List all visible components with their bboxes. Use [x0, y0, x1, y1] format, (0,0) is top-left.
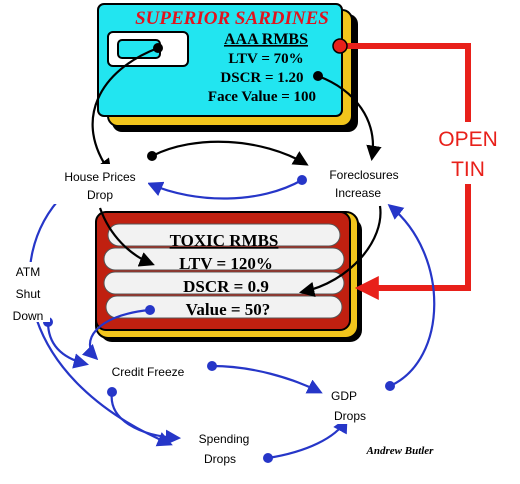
- house-prices-label-bg: [52, 164, 148, 204]
- open-tin-line2: TIN: [451, 158, 485, 181]
- toxic-rmbs-tin: TOXIC RMBS LTV = 120% DSCR = 0.9 Value =…: [95, 211, 362, 342]
- toxic-tin-stripe-4: [105, 295, 343, 319]
- sardines-face-value: Face Value = 100: [208, 89, 316, 105]
- gdp-label-bg: [324, 384, 372, 424]
- toxic-ltv: LTV = 120%: [179, 254, 273, 273]
- dot-house-prices-top: [147, 151, 157, 161]
- arrow-credit-to-spending: [110, 391, 182, 446]
- sardines-brand: SUPERIOR SARDINES: [135, 8, 329, 29]
- foreclosures-label-bg: [316, 162, 412, 202]
- gdp-line1: GDP: [331, 389, 357, 403]
- spending-line1: Spending: [199, 432, 250, 446]
- open-tin-line1: OPEN: [438, 128, 498, 151]
- atm-label-bg: [10, 262, 50, 322]
- house-prices-line1: House Prices: [64, 170, 135, 184]
- arrow-toxic-to-credit-freeze: [81, 308, 151, 361]
- dot-credit-freeze-right: [207, 361, 217, 371]
- spending-line2: Drops: [204, 452, 236, 466]
- open-tin-label-bg: [428, 122, 508, 184]
- sardines-dscr: DSCR = 1.20: [220, 70, 303, 86]
- node-labels: House Prices Drop Foreclosures Increase …: [10, 162, 412, 468]
- dot-credit-freeze-bottom: [107, 387, 117, 397]
- toxic-dscr: DSCR = 0.9: [183, 277, 269, 296]
- sardines-rating: AAA RMBS: [224, 31, 308, 48]
- arrow-foreclosures-to-toxic-dscr: [298, 205, 382, 298]
- gdp-line2: Drops: [334, 409, 366, 423]
- foreclosures-line1: Foreclosures: [329, 168, 398, 182]
- atm-line3: Down: [13, 309, 44, 323]
- foreclosures-line2: Increase: [335, 186, 381, 200]
- arrow-house-to-toxic-ltv: [98, 207, 155, 267]
- dot-spending-right: [263, 453, 273, 463]
- house-prices-line2: Drop: [87, 188, 113, 202]
- spending-label-bg: [188, 428, 258, 468]
- arrow-atm-to-credit-freeze: [46, 321, 89, 369]
- arrow-spending-to-gdp: [267, 417, 348, 460]
- atm-line1: ATM: [16, 265, 40, 279]
- arrow-house-to-foreclosures: [151, 140, 309, 166]
- toxic-tin-stripe-3: [103, 271, 345, 295]
- arrow-dscr-to-foreclosures: [317, 74, 382, 162]
- credit-freeze-label-bg: [104, 362, 192, 380]
- dot-toxic-value: [145, 305, 155, 315]
- toxic-title: TOXIC RMBS: [170, 231, 279, 250]
- arrow-sardines-to-house-prices: [91, 46, 159, 175]
- dot-foreclosures-left: [297, 175, 307, 185]
- open-tin-red-dot: [332, 38, 348, 54]
- superior-sardines-tin: SUPERIOR SARDINES AAA RMBS LTV = 70% DSC…: [97, 3, 358, 132]
- credit-freeze-label: Credit Freeze: [112, 365, 185, 379]
- sardines-ltv: LTV = 70%: [228, 51, 303, 67]
- open-tin-connector: OPEN TIN: [332, 38, 508, 300]
- toxic-value: Value = 50?: [186, 300, 271, 319]
- toxic-tin-stripe-2: [103, 247, 345, 271]
- arrow-foreclosures-to-house-prices: [147, 179, 303, 200]
- toxic-tin-stripe-1: [107, 223, 341, 247]
- arrow-credit-to-gdp: [211, 364, 323, 394]
- atm-line2: Shut: [16, 287, 41, 301]
- dot-sardines-window: [153, 43, 163, 53]
- black-arrows: [91, 43, 382, 298]
- author-signature: Andrew Butler: [366, 445, 435, 457]
- dot-dscr: [313, 71, 323, 81]
- arrow-gdp-to-foreclosures: [387, 204, 436, 388]
- dot-gdp-right: [385, 381, 395, 391]
